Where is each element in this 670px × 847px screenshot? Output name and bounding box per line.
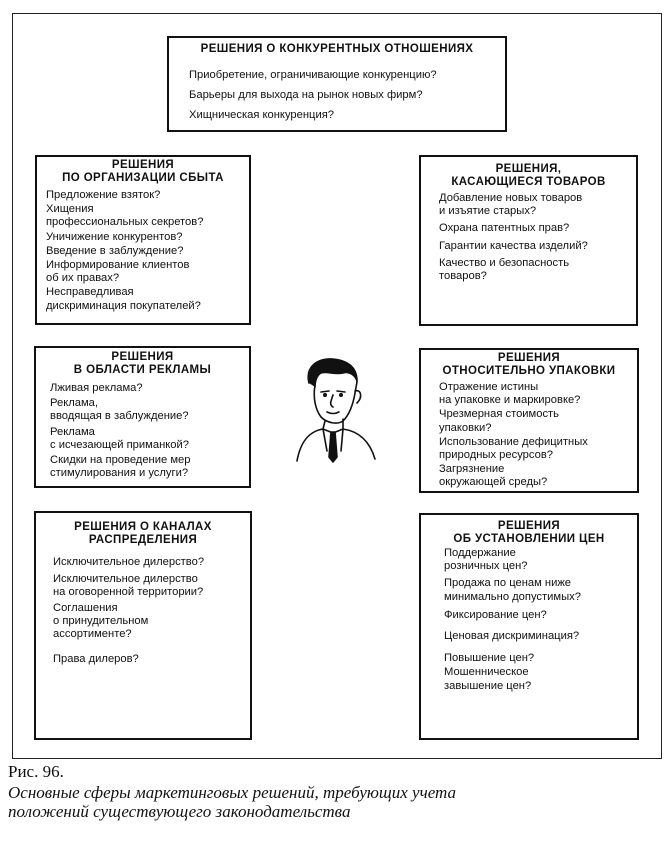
box-channels: РЕШЕНИЯ О КАНАЛАХ РАСПРЕДЕЛЕНИЯ Исключит… (34, 511, 252, 740)
box-competition-title: РЕШЕНИЯ О КОНКУРЕНТНЫХ ОТНОШЕНИЯХ (169, 43, 505, 56)
box-channels-item: Права дилеров? (53, 653, 250, 666)
box-goods-item: Гарантии качества изделий? (439, 240, 636, 253)
box-channels-title: РЕШЕНИЯ О КАНАЛАХ РАСПРЕДЕЛЕНИЯ (36, 521, 250, 547)
box-sales-item: Введение в заблуждение? (46, 245, 249, 258)
box-sales-item: Информирование клиентов об их правах? (46, 259, 249, 285)
box-competition-item: Барьеры для выхода на рынок новых фирм? (189, 89, 505, 102)
box-goods-title: РЕШЕНИЯ, КАСАЮЩИЕСЯ ТОВАРОВ (421, 163, 636, 189)
box-channels-item: Исключительное дилерство на оговоренной … (53, 573, 250, 599)
box-pricing: РЕШЕНИЯ ОБ УСТАНОВЛЕНИИ ЦЕН Поддержание … (419, 513, 639, 740)
box-sales-title: РЕШЕНИЯ ПО ОРГАНИЗАЦИИ СБЫТА (37, 159, 249, 185)
box-sales-item: Хищения профессиональных секретов? (46, 203, 249, 229)
box-advertising: РЕШЕНИЯ В ОБЛАСТИ РЕКЛАМЫ Лживая реклама… (34, 346, 251, 488)
box-competition-item: Приобретение, ограничивающие конкуренцию… (189, 69, 505, 82)
box-goods-item: Добавление новых товаров и изъятие стары… (439, 192, 636, 218)
figure-caption-label: Рис. 96. (8, 762, 64, 782)
box-competition-item: Хищническая конкуренция? (189, 109, 505, 122)
box-pricing-item: Мошенническое завышение цен? (444, 666, 637, 692)
box-sales-item: Несправедливая дискриминация покупателей… (46, 286, 249, 312)
box-advertising-item: Скидки на проведение мер стимулирования … (50, 454, 249, 480)
box-pricing-item: Поддержание розничных цен? (444, 547, 637, 573)
box-packaging-item: Отражение истины на упаковке и маркировк… (439, 381, 637, 407)
box-advertising-item: Лживая реклама? (50, 382, 249, 395)
box-pricing-title: РЕШЕНИЯ ОБ УСТАНОВЛЕНИИ ЦЕН (421, 520, 637, 546)
box-channels-item: Исключительное дилерство? (53, 556, 250, 569)
box-pricing-item: Повышение цен? (444, 652, 637, 665)
box-packaging-item: Чрезмерная стоимость упаковки? (439, 408, 637, 434)
box-goods-item: Качество и безопасность товаров? (439, 257, 636, 283)
box-pricing-item: Ценовая дискриминация? (444, 630, 637, 643)
figure-caption-text: Основные сферы маркетинговых решений, тр… (8, 783, 658, 821)
box-packaging-item: Загрязнение окружающей среды? (439, 463, 637, 489)
box-advertising-item: Реклама с исчезающей приманкой? (50, 426, 249, 452)
box-packaging: РЕШЕНИЯ ОТНОСИТЕЛЬНО УПАКОВКИ Отражение … (419, 348, 639, 493)
box-sales-item: Уничижение конкурентов? (46, 231, 249, 244)
businessman-illustration (287, 355, 387, 463)
box-pricing-item: Продажа по ценам ниже минимально допусти… (444, 577, 637, 603)
box-advertising-title: РЕШЕНИЯ В ОБЛАСТИ РЕКЛАМЫ (36, 351, 249, 377)
box-sales: РЕШЕНИЯ ПО ОРГАНИЗАЦИИ СБЫТА Предложение… (35, 155, 251, 325)
box-goods-item: Охрана патентных прав? (439, 222, 636, 235)
box-pricing-item: Фиксирование цен? (444, 609, 637, 622)
box-packaging-title: РЕШЕНИЯ ОТНОСИТЕЛЬНО УПАКОВКИ (421, 352, 637, 378)
box-packaging-item: Использование дефицитных природных ресур… (439, 436, 637, 462)
box-channels-item: Соглашения о принудительном ассортименте… (53, 602, 250, 642)
box-advertising-item: Реклама, вводящая в заблуждение? (50, 397, 249, 423)
box-goods: РЕШЕНИЯ, КАСАЮЩИЕСЯ ТОВАРОВ Добавление н… (419, 155, 638, 326)
box-competition: РЕШЕНИЯ О КОНКУРЕНТНЫХ ОТНОШЕНИЯХ Приобр… (167, 36, 507, 132)
box-sales-item: Предложение взяток? (46, 189, 249, 202)
